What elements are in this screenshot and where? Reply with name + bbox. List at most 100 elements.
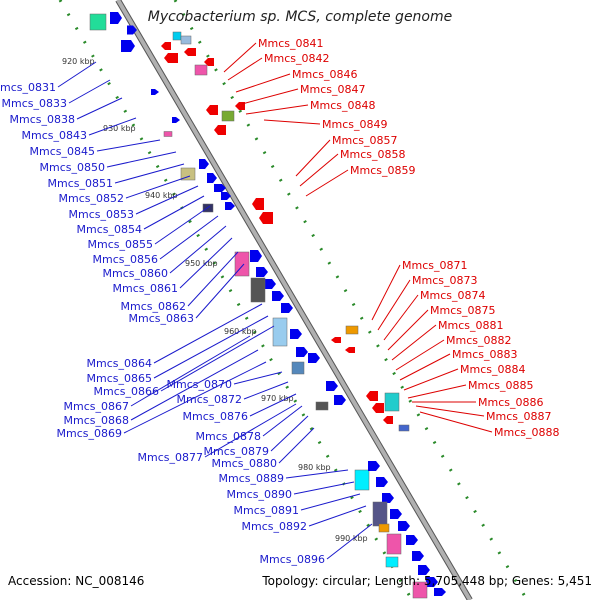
right-label-leader — [419, 411, 493, 433]
left-label-leader — [106, 151, 177, 168]
forward-gene-arrow — [250, 250, 262, 262]
left-label-leader — [270, 415, 309, 452]
reverse-gene-arrow — [366, 391, 378, 401]
gene-label-right: Mmcs_0882 — [446, 334, 511, 347]
left-label-leader — [285, 469, 349, 479]
forward-gene-arrow — [326, 381, 338, 391]
gene-label-right: Mmcs_0887 — [486, 410, 551, 423]
gene-label-left: Mmcs_0862 — [121, 300, 186, 313]
gene-label-left: Mmcs_0838 — [10, 113, 75, 126]
left-label-leader — [154, 205, 211, 245]
gene-label-right: Mmcs_0859 — [350, 164, 415, 177]
gene-feature-box — [412, 581, 428, 599]
forward-gene-arrow — [296, 347, 308, 357]
gene-label-left: Mmcs_0889 — [219, 472, 284, 485]
gene-label-right: Mmcs_0846 — [292, 68, 357, 81]
forward-gene-arrow — [376, 477, 388, 487]
left-label-leader — [159, 215, 219, 260]
accession-text: Accession: NC_008146 — [8, 574, 145, 588]
gene-label-left: Mmcs_0892 — [242, 520, 307, 533]
left-label-leader — [57, 61, 97, 88]
left-label-leader — [278, 427, 315, 464]
gene-label-left: Mmcs_0854 — [77, 223, 142, 236]
gene-label-left: Mmcs_0845 — [30, 145, 95, 158]
right-label-leader — [395, 339, 445, 371]
gene-label-right: Mmcs_0886 — [478, 396, 543, 409]
gene-label-right: Mmcs_0885 — [468, 379, 533, 392]
gene-labels: Mmcs_0831Mmcs_0833Mmcs_0838Mmcs_0843Mmcs… — [0, 37, 559, 566]
forward-gene-arrow — [199, 159, 209, 169]
reverse-gene-arrow — [204, 58, 214, 66]
gene-label-left: Mmcs_0852 — [59, 192, 124, 205]
gene-label-right: Mmcs_0874 — [420, 289, 485, 302]
left-label-leader — [88, 117, 137, 136]
left-label-leader — [135, 185, 199, 215]
right-label-leader — [403, 368, 459, 391]
kbp-tick-label: 990 kbp — [335, 534, 368, 543]
left-label-leader — [243, 381, 289, 400]
left-label-leader — [125, 175, 191, 199]
forward-gene-arrow — [406, 535, 418, 545]
left-label-leader — [326, 523, 373, 560]
gene-label-left: Mmcs_0860 — [103, 267, 168, 280]
gene-label-left: Mmcs_0890 — [227, 488, 292, 501]
kbp-tick-label: 970 kbp — [261, 394, 294, 403]
left-label-leader — [160, 325, 275, 392]
forward-gene-arrow — [256, 267, 268, 277]
left-label-leader — [187, 251, 239, 307]
forward-gene-arrow — [382, 493, 394, 503]
gene-label-left: Mmcs_0891 — [234, 504, 299, 517]
genome-axis — [116, 0, 472, 600]
gene-label-right: Mmcs_0849 — [322, 118, 387, 131]
gene-label-left: Mmcs_0833 — [2, 97, 67, 110]
kbp-tick-label: 920 kbp — [62, 57, 95, 66]
right-label-leader — [377, 279, 411, 331]
gene-features — [89, 12, 446, 599]
forward-gene-arrow — [398, 521, 410, 531]
gene-label-left: Mmcs_0855 — [88, 238, 153, 251]
reverse-gene-arrow — [206, 105, 218, 115]
left-label-leader — [179, 237, 233, 289]
gene-feature-box — [202, 203, 214, 213]
forward-gene-arrow — [334, 395, 346, 405]
gene-label-left: Mmcs_0856 — [93, 253, 158, 266]
forward-gene-arrow — [368, 461, 380, 471]
left-label-leader — [96, 139, 161, 152]
gene-label-left: Mmcs_0850 — [40, 161, 105, 174]
gene-label-right: Mmcs_0847 — [300, 83, 365, 96]
reverse-gene-arrow — [345, 347, 355, 353]
left-label-leader — [130, 335, 251, 407]
gene-label-left: Mmcs_0868 — [64, 414, 129, 427]
gene-label-right: Mmcs_0884 — [460, 363, 525, 376]
gene-feature-box — [250, 277, 266, 303]
right-label-leader — [391, 324, 437, 361]
reverse-gene-arrow — [383, 416, 393, 424]
kbp-tick-label: 930 kbp — [103, 124, 136, 133]
left-label-leader — [308, 505, 367, 527]
left-label-leader — [130, 349, 259, 421]
forward-gene-arrow — [308, 353, 320, 363]
gene-label-left: Mmcs_0866 — [94, 385, 159, 398]
gene-feature-box — [315, 401, 329, 411]
gene-feature-box — [354, 469, 370, 491]
forward-gene-arrow — [390, 509, 402, 519]
left-label-leader — [143, 195, 205, 230]
gene-feature-box — [89, 13, 107, 31]
reverse-gene-arrow — [252, 198, 264, 210]
gene-feature-box — [291, 361, 305, 375]
gene-feature-box — [384, 392, 400, 412]
gene-label-right: Mmcs_0857 — [332, 134, 397, 147]
gene-label-left: Mmcs_0867 — [64, 400, 129, 413]
gene-feature-box — [272, 317, 288, 347]
left-label-leader — [293, 481, 355, 495]
right-label-leader — [227, 57, 263, 81]
gene-label-right: Mmcs_0883 — [452, 348, 517, 361]
forward-gene-arrow — [207, 173, 217, 183]
forward-gene-arrow — [225, 202, 235, 210]
gene-label-right: Mmcs_0873 — [412, 274, 477, 287]
gene-label-left: Mmcs_0863 — [129, 312, 194, 325]
gene-label-right: Mmcs_0888 — [494, 426, 559, 439]
forward-gene-arrow — [110, 12, 122, 24]
gene-feature-box — [194, 64, 208, 76]
gene-feature-box — [378, 523, 390, 533]
